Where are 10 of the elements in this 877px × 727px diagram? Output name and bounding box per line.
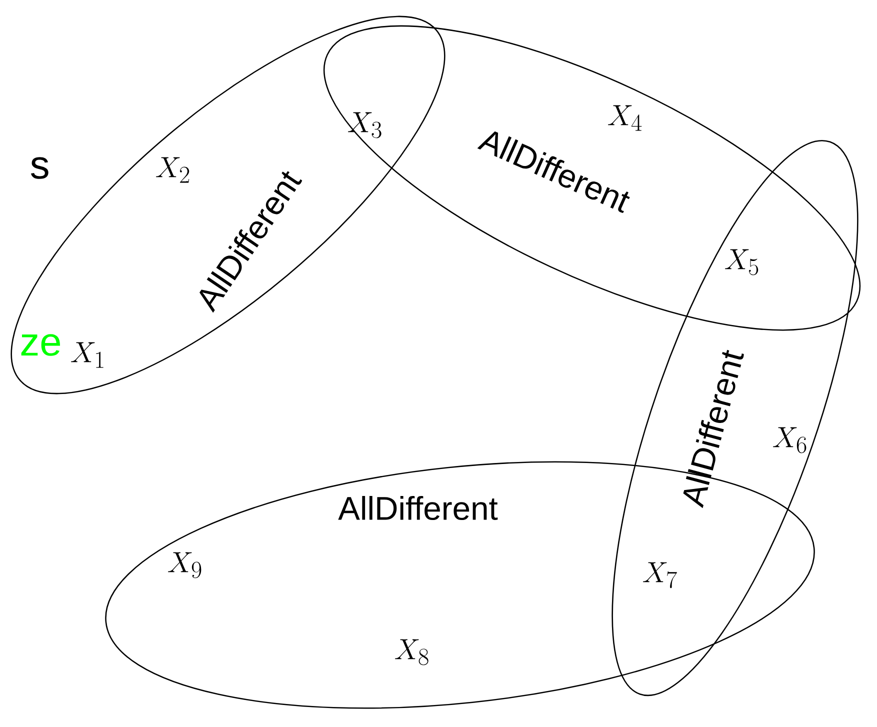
variable-label: $X_5$ [725, 249, 758, 276]
variable-label: $X_4$ [608, 105, 642, 131]
variable-label: $X_8$ [395, 639, 428, 666]
text-fragment: ze [21, 334, 60, 356]
variable-label: $X_7$ [643, 562, 677, 588]
text-fragment: s [30, 157, 48, 179]
variable-label: $X_1$ [71, 342, 104, 368]
variable-label: $X_2$ [156, 157, 190, 183]
variable-label: $X_9$ [168, 552, 202, 578]
variable-label: $X_6$ [773, 427, 806, 454]
